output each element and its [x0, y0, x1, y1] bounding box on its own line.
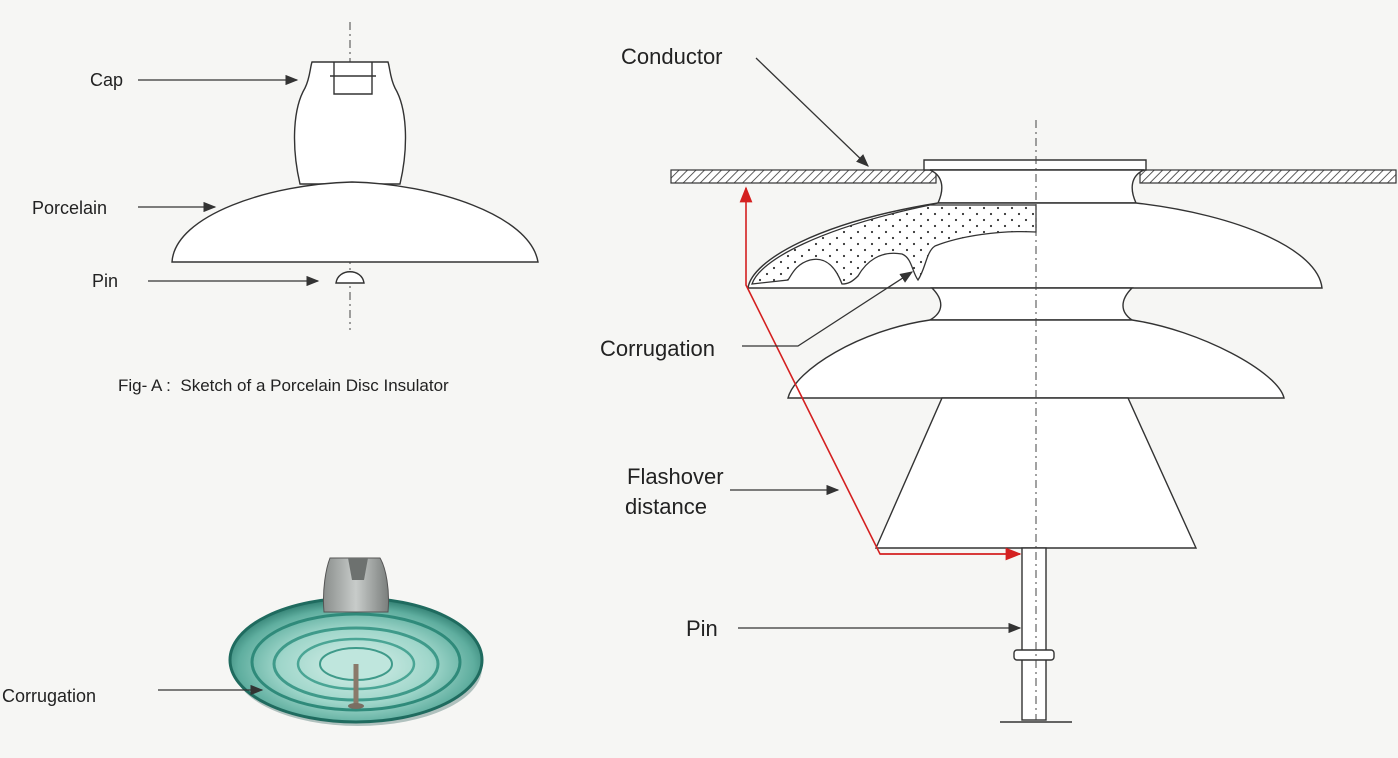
fig-a-porcelain-shell [171, 181, 539, 263]
fig-a-cap-slot [333, 62, 373, 95]
flashover-label-line2: distance [625, 494, 707, 519]
glass-disc-cap-slot [348, 558, 368, 580]
middle-neck [927, 287, 1135, 321]
fig-b-corrugation-label: Corrugation [600, 336, 715, 361]
glass-insulator-photo: Corrugation [2, 557, 484, 726]
fig-a-cap [293, 61, 407, 185]
conductor-top-groove [923, 159, 1147, 171]
glass-disc-cap [323, 557, 389, 613]
fig-b-pin-label: Pin [686, 616, 718, 641]
corrugation-cement [751, 204, 1037, 285]
conductor-bar-left [670, 169, 937, 184]
fig-b-pin [1021, 547, 1047, 721]
fig-a-cap-label: Cap [90, 70, 123, 90]
fig-a-porcelain-label: Porcelain [32, 198, 107, 218]
lower-skirt [874, 397, 1198, 549]
fig-a-pin [335, 271, 365, 284]
flashover-label-line1: Flashover [627, 464, 724, 489]
fig-b-pin-collar [1013, 649, 1055, 661]
fig-a-caption: Fig- A : Sketch of a Porcelain Disc Insu… [118, 376, 449, 395]
fig-b-pin-insulator: Conductor Corrugation Flashover distance… [600, 44, 1397, 723]
conductor-label: Conductor [621, 44, 723, 69]
fig-a-pin-label: Pin [92, 271, 118, 291]
conductor-bar-right [1139, 169, 1397, 184]
glass-disc-ring-1 [250, 612, 462, 712]
fig-a-sketch: Cap Porcelain Pin Fig- A : Sketch of a P… [32, 22, 539, 395]
conductor-arrow [755, 57, 869, 167]
corrugation-arrow [742, 271, 914, 347]
top-neck [929, 169, 1145, 204]
glass-disc-pin-head [348, 703, 364, 709]
photo-corrugation-label: Corrugation [2, 686, 96, 706]
